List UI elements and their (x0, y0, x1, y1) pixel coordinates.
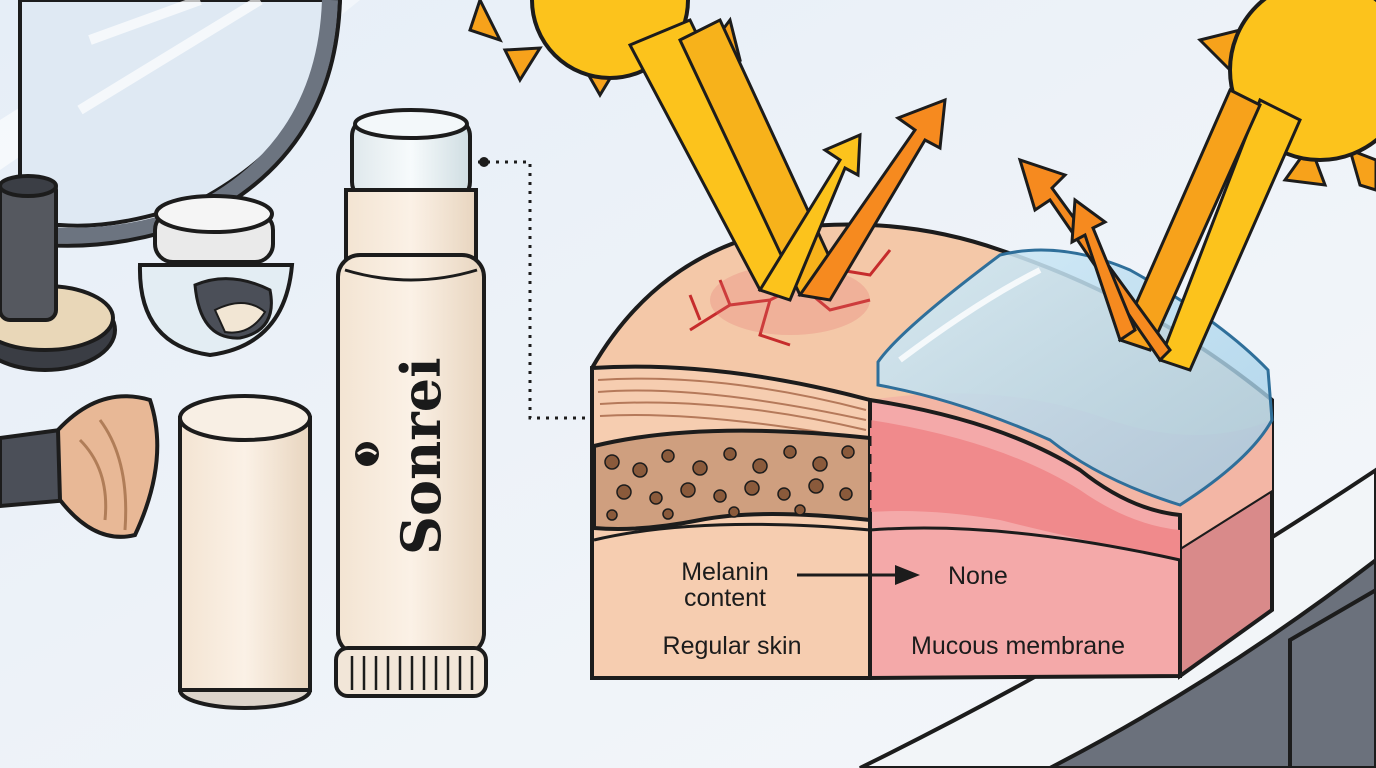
makeup-brush (0, 394, 160, 539)
cream-jar (137, 194, 295, 358)
leader-dot (479, 157, 489, 167)
regular-skin-label: Regular skin (663, 632, 802, 660)
uv-rays-right (1017, 87, 1302, 372)
lip-balm-cap (178, 394, 312, 710)
lip-balm-tube: Sonrei (334, 108, 488, 698)
balm-protective-film (876, 248, 1274, 507)
brand-logo-icon (355, 442, 379, 466)
melanin-result: None (948, 562, 1008, 590)
leader-line (478, 160, 592, 420)
mucous-membrane-label: Mucous membrane (911, 632, 1125, 660)
perfume-bottle (0, 174, 117, 372)
uv-rays-left (627, 17, 947, 302)
melanin-dots (604, 445, 855, 521)
brand-name: Sonrei (389, 357, 453, 555)
melanin-label: Melanin (681, 558, 769, 586)
arrow-right-icon (797, 565, 920, 585)
melanin-label-line2: content (684, 584, 766, 612)
skin-cross-section (590, 222, 1274, 681)
